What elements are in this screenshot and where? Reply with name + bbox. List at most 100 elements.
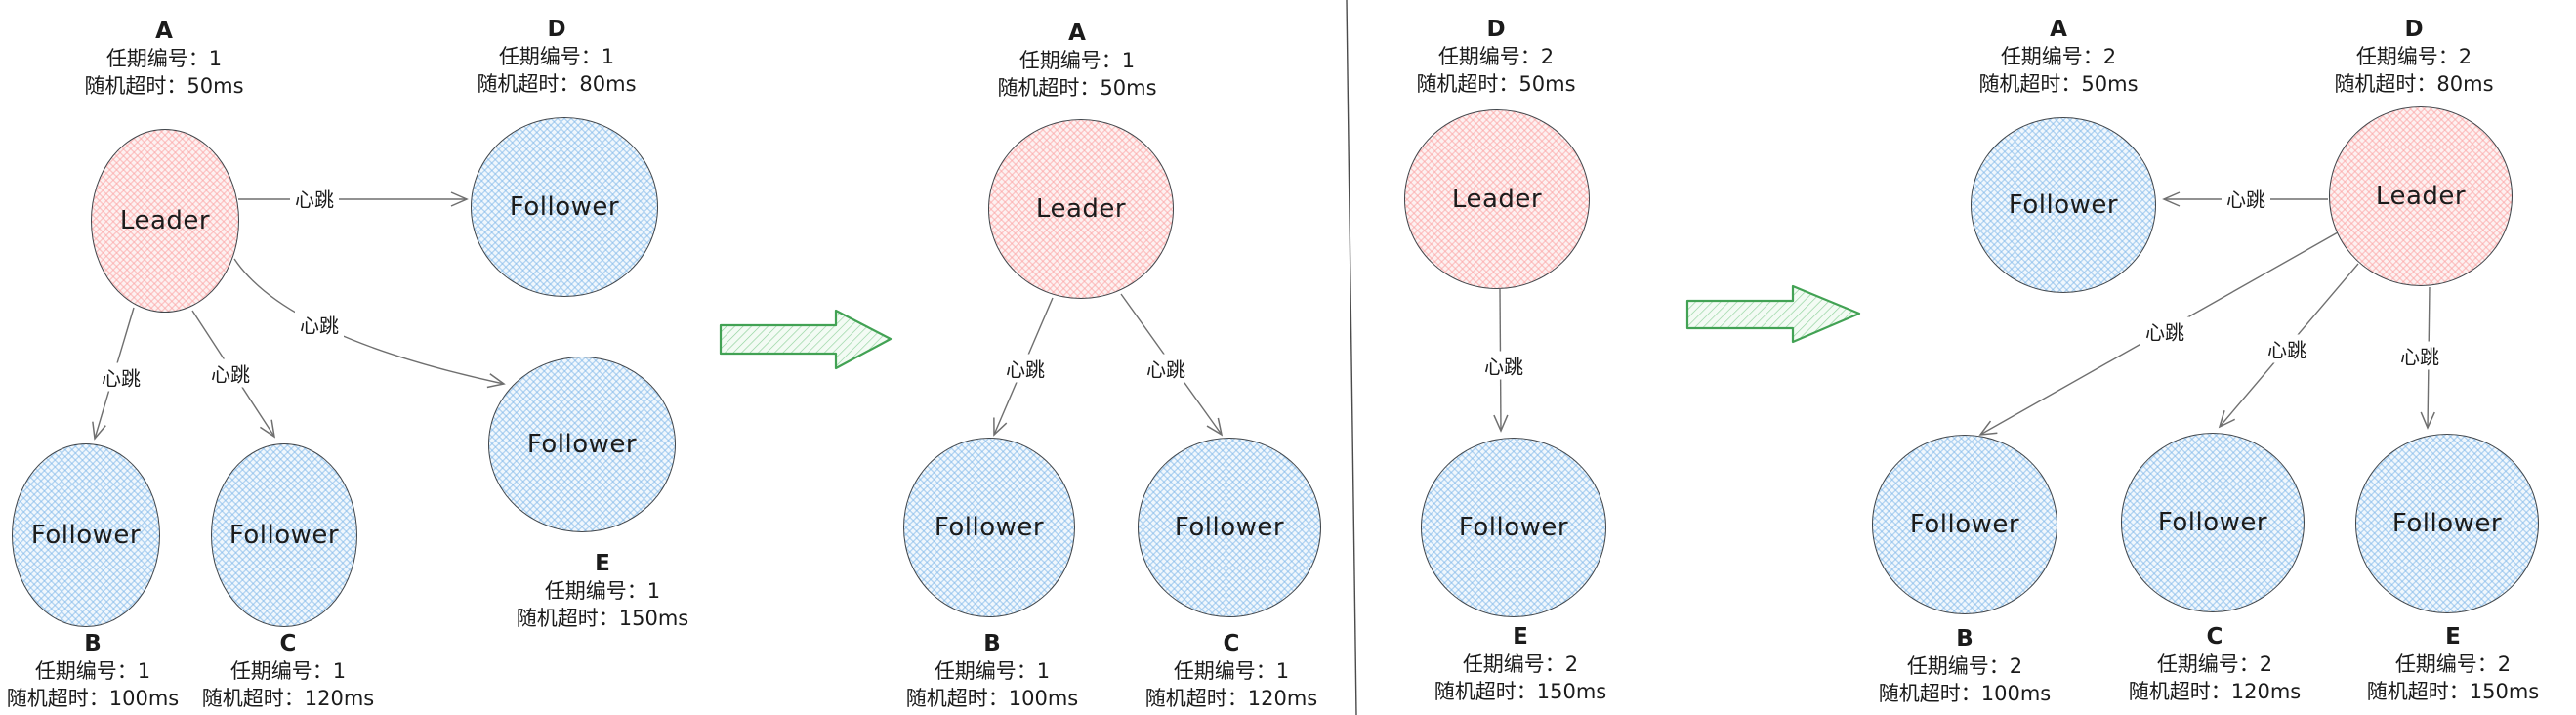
heartbeat-edge-label: 心跳 [1479,351,1528,380]
panel-divider-line [1346,0,1357,715]
node-p1-a-annotation: A 任期编号：1 随机超时：50ms [0,18,340,100]
node-id-letter: C [2206,624,2223,650]
node-id-letter: E [2445,624,2461,650]
node-p3-d-leader-circle: Leader [1404,109,1590,289]
term-number-line: 任期编号：1 [1173,659,1290,683]
random-timeout-line: 随机超时：120ms [2128,680,2302,703]
heartbeat-edge-label: 心跳 [2140,316,2189,346]
node-p2-a-annotation: A 任期编号：1 随机超时：50ms [901,20,1253,102]
node-p1-b-follower-circle: Follower [12,443,160,627]
term-number-line: 任期编号：2 [1906,654,2023,678]
node-p4-d-leader-circle: Leader [2329,106,2513,286]
node-id-letter: E [595,551,610,576]
node-id-letter: D [1486,17,1506,42]
term-number-line: 任期编号：1 [498,45,615,68]
random-timeout-line: 随机超时：150ms [1433,680,1607,703]
random-timeout-line: 随机超时：50ms [84,74,244,98]
heartbeat-edge-label: 心跳 [2395,341,2444,370]
node-id-letter: C [1223,631,1240,656]
node-p4-a-annotation: A 任期编号：2 随机超时：50ms [1883,16,2234,98]
node-role-label: Leader [1451,185,1543,214]
node-p4-a-follower-circle: Follower [1971,117,2156,293]
heartbeat-edge-label: 心跳 [206,358,255,388]
heartbeat-edge-label: 心跳 [97,362,145,392]
node-id-letter: C [279,631,297,656]
random-timeout-line: 随机超时：150ms [516,607,689,630]
node-p1-a-leader-circle: Leader [91,129,239,313]
node-p1-e-follower-circle: Follower [488,357,676,532]
term-number-line: 任期编号：2 [1462,652,1579,676]
random-timeout-line: 随机超时：50ms [997,76,1157,100]
node-p3-e-follower-circle: Follower [1421,438,1606,617]
node-role-label: Follower [2391,509,2503,538]
node-id-letter: B [983,631,1001,656]
random-timeout-line: 随机超时：120ms [201,687,375,710]
term-number-line: 任期编号：1 [544,579,661,603]
node-role-label: Leader [2375,182,2467,211]
random-timeout-line: 随机超时：80ms [2334,72,2494,96]
transition-arrow-2-icon [1685,284,1861,344]
node-id-letter: A [155,19,173,44]
node-id-letter: A [1068,21,1086,46]
heartbeat-edge-label: 心跳 [1001,354,1050,383]
node-p4-e-follower-circle: Follower [2355,434,2539,613]
term-number-line: 任期编号：2 [1437,45,1555,68]
node-p1-d-follower-circle: Follower [471,117,658,297]
transition-arrow-1-icon [719,309,893,370]
node-p2-a-leader-circle: Leader [988,119,1174,299]
term-number-line: 任期编号：1 [34,659,151,683]
node-p2-c-follower-circle: Follower [1138,438,1321,617]
heartbeat-edge-label: 心跳 [1142,354,1190,383]
term-number-line: 任期编号：2 [2355,45,2472,68]
term-number-line: 任期编号：1 [1018,49,1136,72]
term-number-line: 任期编号：1 [934,659,1051,683]
term-number-line: 任期编号：2 [2394,652,2512,676]
node-p3-d-annotation: D 任期编号：2 随机超时：50ms [1320,16,1672,98]
term-number-line: 任期编号：2 [2156,652,2273,676]
heartbeat-edge-label: 心跳 [2263,334,2311,363]
node-p2-b-follower-circle: Follower [903,438,1075,617]
heartbeat-edge-label: 心跳 [290,184,339,213]
node-p2-b-annotation: B 任期编号：1 随机超时：100ms [816,630,1168,712]
node-p4-b-annotation: B 任期编号：2 随机超时：100ms [1789,625,2140,707]
random-timeout-line: 随机超时：50ms [1416,72,1576,96]
node-id-letter: B [1956,626,1974,652]
node-id-letter: D [547,17,566,42]
node-id-letter: D [2404,17,2424,42]
node-role-label: Follower [1909,510,2020,539]
node-id-letter: B [84,631,102,656]
node-p4-d-annotation: D 任期编号：2 随机超时：80ms [2238,16,2576,98]
node-role-label: Follower [526,430,638,459]
random-timeout-line: 随机超时：150ms [2366,680,2540,703]
node-p1-e-annotation: E 任期编号：1 随机超时：150ms [427,550,778,632]
node-p2-c-annotation: C 任期编号：1 随机超时：120ms [1056,630,1407,712]
node-p4-c-follower-circle: Follower [2121,433,2305,612]
random-timeout-line: 随机超时：100ms [905,687,1079,710]
node-role-label: Follower [1174,513,1285,542]
node-p4-b-follower-circle: Follower [1872,435,2057,614]
node-id-letter: A [2050,17,2067,42]
random-timeout-line: 随机超时：100ms [1878,682,2052,705]
node-role-label: Follower [2008,190,2119,220]
node-p4-e-annotation: E 任期编号：2 随机超时：150ms [2277,623,2576,705]
node-p4-c-annotation: C 任期编号：2 随机超时：120ms [2039,623,2390,705]
heartbeat-edge-label: 心跳 [2222,184,2270,213]
node-role-label: Leader [1035,194,1127,224]
random-timeout-line: 随机超时：100ms [6,687,180,710]
term-number-line: 任期编号：1 [105,47,223,70]
node-p1-d-annotation: D 任期编号：1 随机超时：80ms [381,16,732,98]
node-role-label: Follower [30,521,142,550]
node-p1-b-annotation: B 任期编号：1 随机超时：100ms [0,630,269,712]
node-p1-c-annotation: C 任期编号：1 随机超时：120ms [112,630,464,712]
node-p3-e-annotation: E 任期编号：2 随机超时：150ms [1345,623,1696,705]
random-timeout-line: 随机超时：80ms [477,72,637,96]
node-id-letter: E [1513,624,1528,650]
node-role-label: Follower [509,192,620,222]
heartbeat-arrow-p1-a-e [233,258,506,389]
heartbeat-edge-label: 心跳 [295,310,344,339]
term-number-line: 任期编号：1 [229,659,347,683]
term-number-line: 任期编号：2 [2000,45,2117,68]
node-role-label: Follower [934,513,1045,542]
